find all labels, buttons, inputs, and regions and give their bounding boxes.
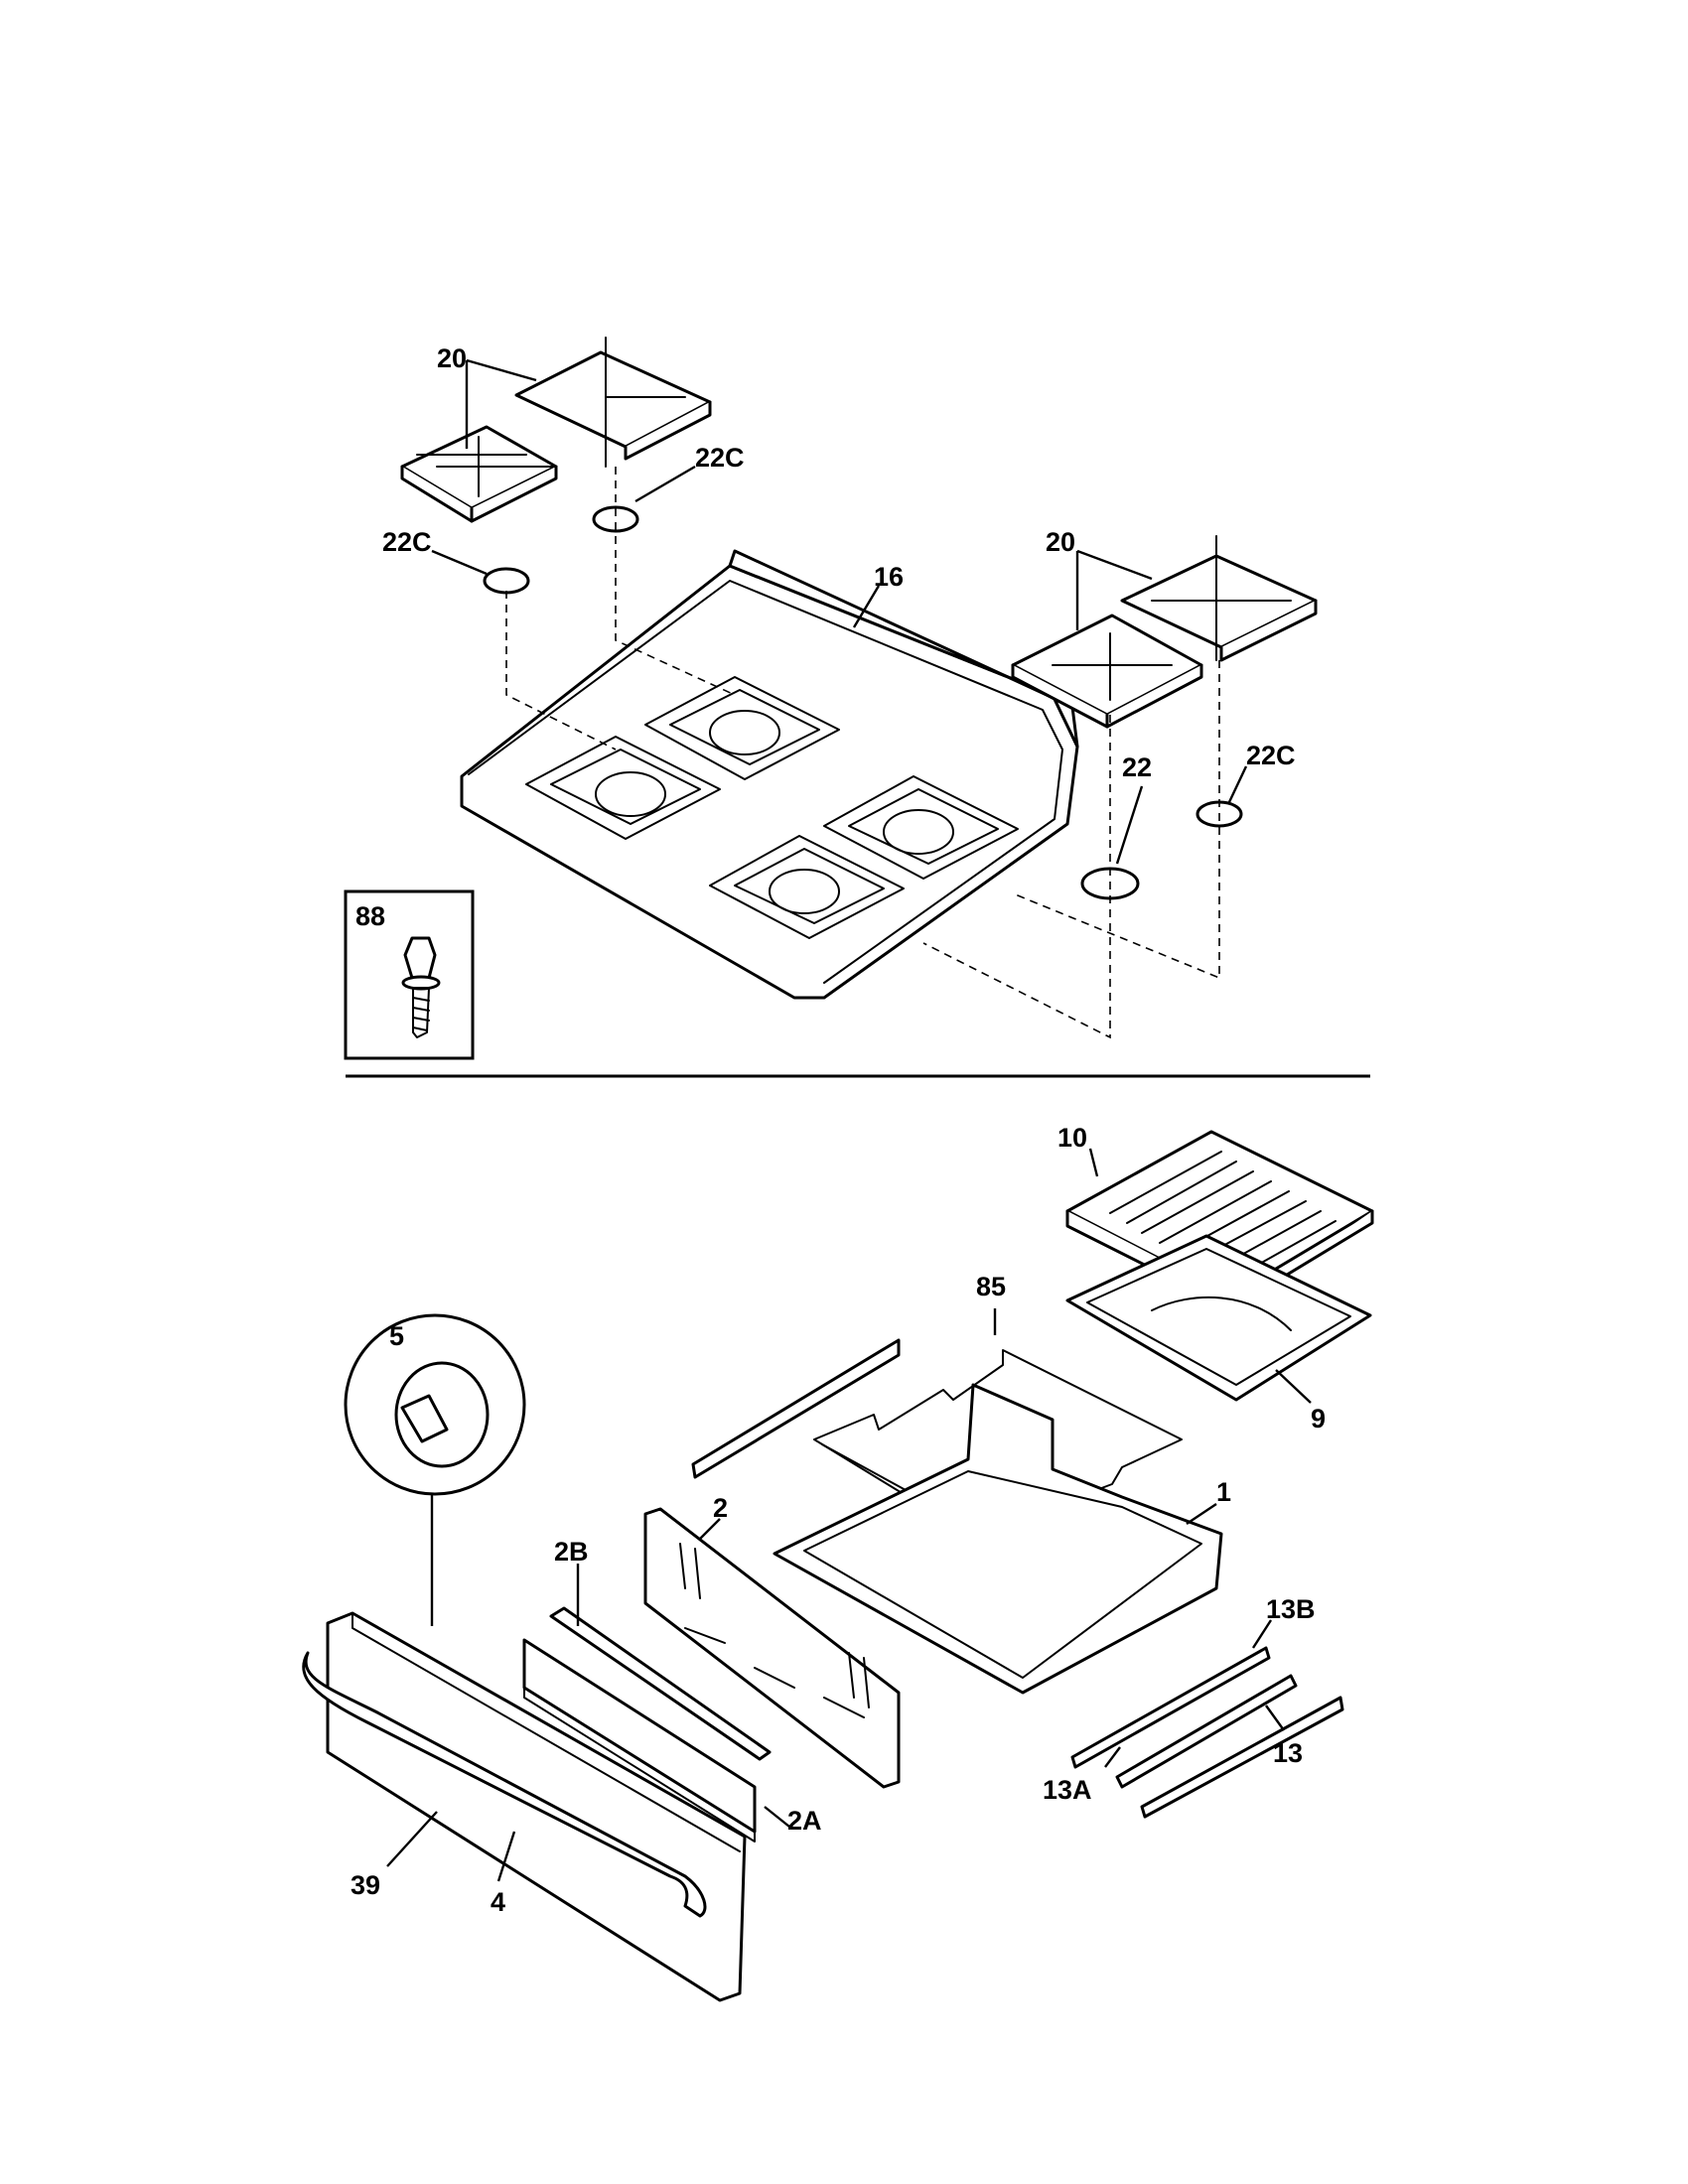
- label-slide-13a: 13A: [1043, 1775, 1092, 1805]
- label-grate-left: 20: [437, 343, 467, 373]
- panel-b: [549, 1606, 772, 1761]
- label-grate-right: 20: [1046, 527, 1075, 557]
- label-rack: 85: [976, 1272, 1006, 1301]
- label-inset-88: 88: [355, 901, 385, 931]
- label-knob-detail: 5: [389, 1321, 404, 1351]
- grate-left: [400, 337, 712, 523]
- label-broiler-pan: 9: [1311, 1404, 1326, 1433]
- label-panel-a: 2A: [787, 1806, 822, 1836]
- label-cap-left-lower: 22C: [382, 527, 432, 557]
- rail-upper: [691, 1338, 901, 1479]
- slide-13b: [1070, 1646, 1271, 1769]
- cooktop-part: [460, 549, 1079, 1000]
- label-cooktop: 16: [874, 562, 904, 592]
- label-cap-small: 22: [1122, 752, 1152, 782]
- slide-13a: [1115, 1674, 1298, 1789]
- cap-left-lower: [483, 567, 530, 595]
- label-broiler-grid: 10: [1057, 1123, 1087, 1153]
- label-drawer-front: 4: [491, 1887, 505, 1917]
- broiler-pan: [1065, 1234, 1372, 1402]
- callout-labels: 20 22C 22C 16 20 22 22C 88 10 85 9 5 1 2…: [351, 343, 1326, 1917]
- drawer-body: [773, 1383, 1223, 1695]
- label-drawer-body: 1: [1216, 1477, 1231, 1507]
- label-cap-right: 22C: [1246, 741, 1296, 770]
- label-panel-b: 2B: [554, 1537, 589, 1567]
- drawer-handle: [302, 1651, 707, 1918]
- label-cap-left-upper: 22C: [695, 443, 745, 473]
- leader-lines: [386, 358, 1312, 1882]
- label-slide-13: 13: [1273, 1738, 1303, 1768]
- knob-detail: [344, 1313, 526, 1626]
- panel-a: [522, 1638, 757, 1843]
- alignment-lines: [505, 467, 1220, 1039]
- label-inner-panel: 2: [713, 1493, 728, 1523]
- grate-right: [1011, 535, 1318, 729]
- inner-panel: [643, 1507, 901, 1789]
- slide-13: [1140, 1696, 1344, 1819]
- label-slide-13b: 13B: [1266, 1594, 1316, 1624]
- cap-left-upper: [592, 505, 639, 533]
- label-handle: 39: [351, 1870, 380, 1900]
- inset-88: [344, 889, 475, 1060]
